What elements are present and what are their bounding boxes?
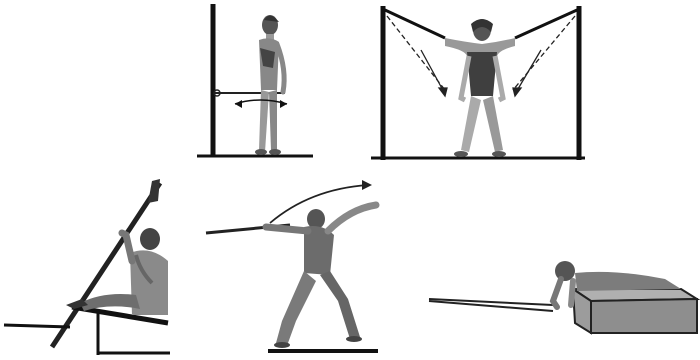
standing-cable-rotation-panel (195, 0, 325, 160)
prone-pulling-panel (425, 245, 700, 345)
woman-front-figure (445, 19, 515, 157)
paddle-blade (148, 179, 160, 203)
seated-rowing-panel (0, 175, 185, 360)
floor-left (4, 325, 70, 327)
woman-figure (255, 15, 284, 155)
javelin-throw-panel (200, 175, 395, 360)
throw-arrow-head (362, 180, 372, 190)
rower-figure (66, 228, 168, 315)
cable-pulldown-panel (365, 0, 590, 165)
thrower-figure (266, 205, 376, 348)
box-front (591, 299, 697, 333)
